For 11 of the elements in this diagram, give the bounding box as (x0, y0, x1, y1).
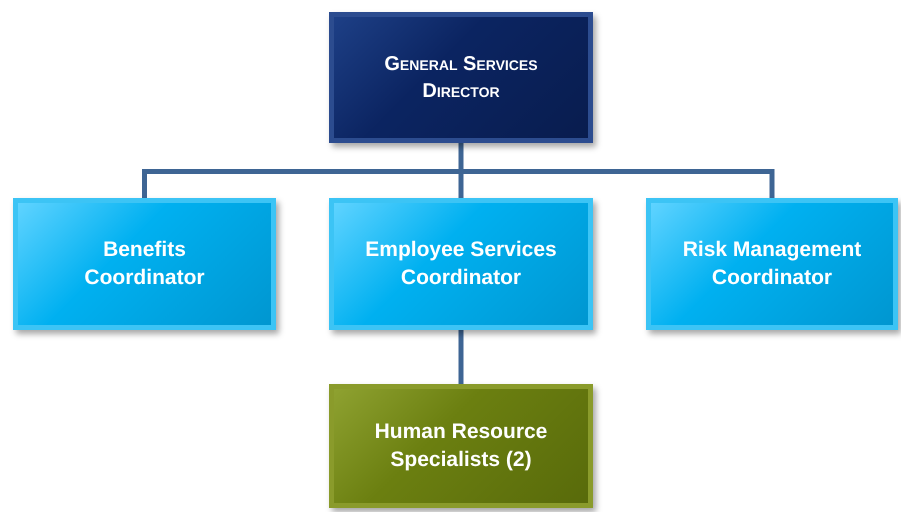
org-box (329, 12, 593, 143)
org-box (329, 384, 593, 508)
role-title: Risk Management Coordinator (682, 236, 862, 291)
connector-line (458, 330, 464, 384)
role-title: General Services Director (383, 52, 539, 104)
org-box (329, 198, 593, 330)
role-title: Benefits Coordinator (83, 236, 206, 291)
role-title: Human Resource Specialists (2) (374, 418, 548, 473)
org-box (646, 198, 898, 330)
org-box (13, 198, 276, 330)
role-title: Employee Services Coordinator (364, 236, 558, 291)
